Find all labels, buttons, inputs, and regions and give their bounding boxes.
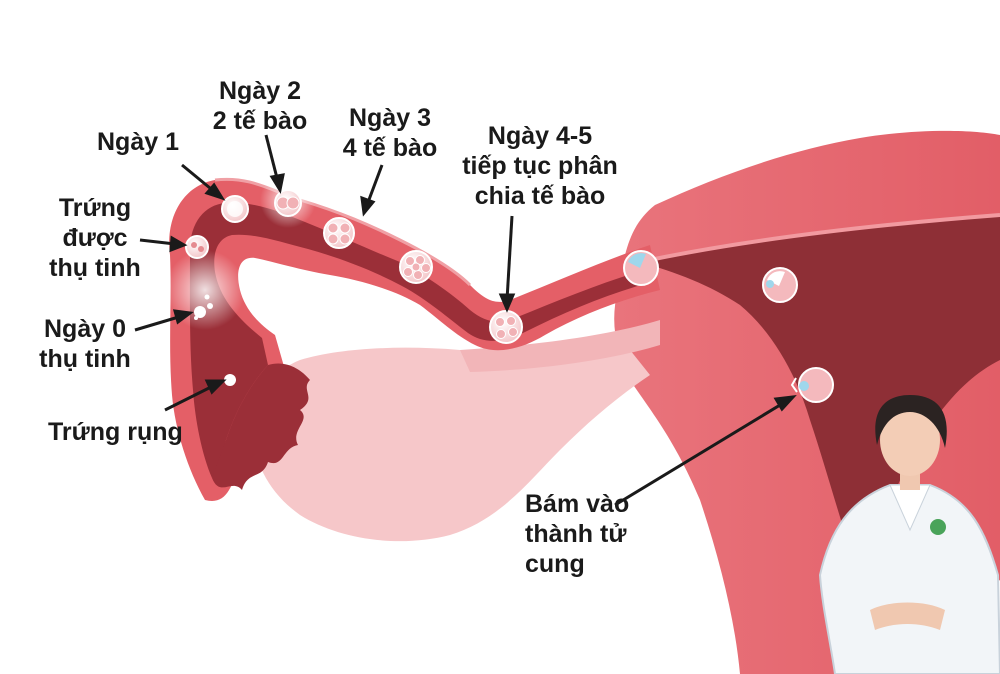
morula <box>399 250 433 284</box>
fimbriae <box>212 363 310 490</box>
label-day45: Ngày 4-5 tiếp tục phân chia tế bào <box>462 122 618 210</box>
day2-two-cell <box>274 189 302 217</box>
label-ovulation: Trứng rụng <box>48 418 183 446</box>
blastocyst-1 <box>623 250 659 286</box>
day45-embryo <box>489 310 523 344</box>
doctor-face <box>880 404 940 476</box>
implanting-blastocyst <box>790 367 834 403</box>
label-day3: Ngày 3 4 tế bào <box>342 104 438 162</box>
hospital-badge-icon <box>930 519 946 535</box>
tube-highlight <box>214 177 472 287</box>
doctor-coat <box>818 484 1000 674</box>
day1-zygote <box>221 195 249 223</box>
uterus-lining <box>639 213 1000 264</box>
doctor-hands <box>870 602 945 630</box>
ovulated-egg <box>224 374 236 386</box>
fallopian-tube <box>169 179 660 501</box>
fertilized-egg <box>185 235 209 259</box>
fertilization-glow <box>165 250 245 330</box>
fertilization-sperm <box>194 294 213 320</box>
label-day1: Ngày 1 <box>97 128 179 156</box>
fallopian-tube-lumen <box>189 202 648 478</box>
doctor-hair <box>875 395 947 448</box>
ovary <box>254 347 650 542</box>
ovary-ligament <box>460 320 660 372</box>
label-arrows <box>134 134 797 507</box>
day3-four-cell <box>323 217 355 249</box>
blastocyst-2 <box>762 267 798 303</box>
label-implantation: Bám vào thành tử cung <box>525 490 630 578</box>
doctor-portrait <box>818 395 1000 674</box>
label-fertilized-egg: Trứng được thụ tinh <box>49 194 141 282</box>
label-day0: Ngày 0 thụ tinh <box>39 315 131 373</box>
label-day2: Ngày 2 2 tế bào <box>212 77 308 135</box>
